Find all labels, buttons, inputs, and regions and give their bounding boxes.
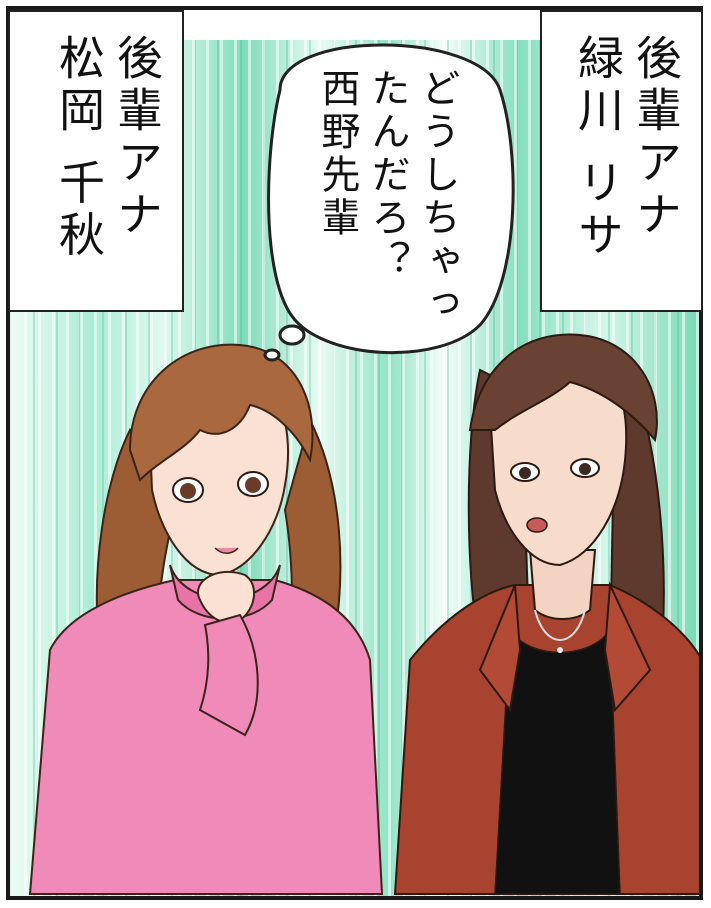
caption-role: 後輩アナ <box>110 34 164 242</box>
bubble-line: たんだろ？ <box>365 68 410 283</box>
right-character-caption: 後輩アナ 緑川 リサ <box>540 10 703 312</box>
bubble-line: 西野先輩 <box>315 68 360 240</box>
right-caption-text: 後輩アナ 緑川 リサ <box>569 34 685 263</box>
thought-bubble-text: どうしちゃっ たんだろ？ 西野先輩 <box>312 68 462 368</box>
left-character <box>28 343 384 895</box>
bubble-line: どうしちゃっ <box>415 68 460 326</box>
thought-bubble <box>263 43 515 362</box>
characters-illustration <box>28 333 699 895</box>
left-character-caption: 後輩アナ 松岡 千秋 <box>8 10 184 312</box>
left-caption-text: 後輩アナ 松岡 千秋 <box>50 34 166 263</box>
caption-role: 後輩アナ <box>629 34 683 242</box>
caption-name: 松岡 千秋 <box>52 34 106 263</box>
caption-name: 緑川 リサ <box>571 34 625 263</box>
right-character <box>393 333 699 895</box>
